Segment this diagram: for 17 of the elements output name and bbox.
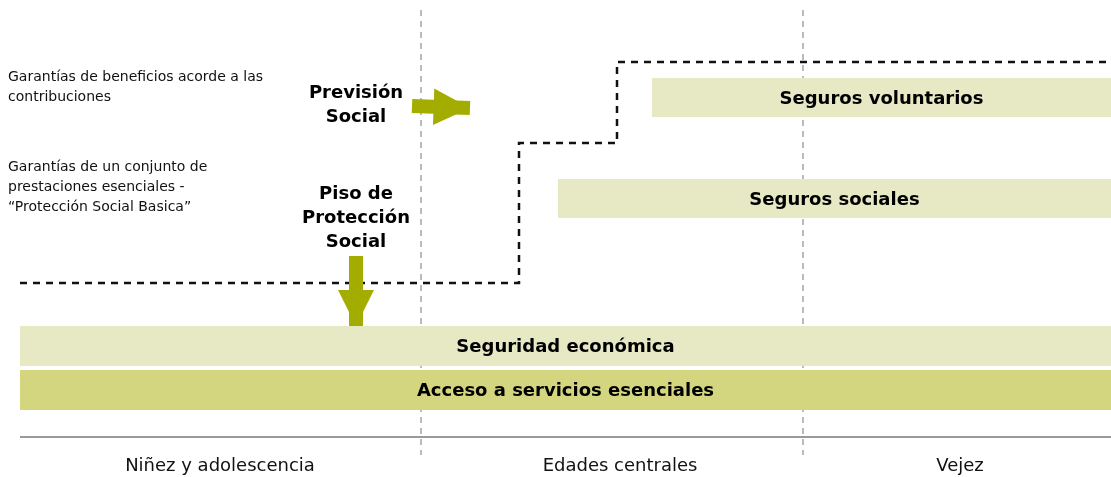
age-group-label: Edades centrales — [541, 453, 699, 477]
description-text: Garantías de beneficios acorde a las contribuciones — [8, 67, 265, 106]
heading-text: Previsión Social — [307, 80, 405, 128]
arrow — [337, 256, 375, 326]
arrow — [411, 88, 471, 125]
benefit-band — [652, 78, 1111, 117]
band-label: Acceso a servicios esenciales — [416, 378, 715, 402]
heading-text: Piso de Protección Social — [301, 181, 411, 253]
age-group-label: Vejez — [935, 453, 985, 477]
band-label: Seguridad económica — [456, 334, 675, 358]
benefit-band — [20, 326, 1111, 366]
band-label: Seguros sociales — [749, 186, 920, 211]
age-group-label: Niñez y adolescencia — [124, 453, 316, 477]
benefit-band — [558, 179, 1111, 218]
band-label: Seguros voluntarios — [779, 85, 984, 110]
benefit-band — [20, 370, 1111, 410]
description-text: Garantías de un conjunto de prestaciones esenciales - “Protección Social Basica” — [8, 157, 209, 216]
